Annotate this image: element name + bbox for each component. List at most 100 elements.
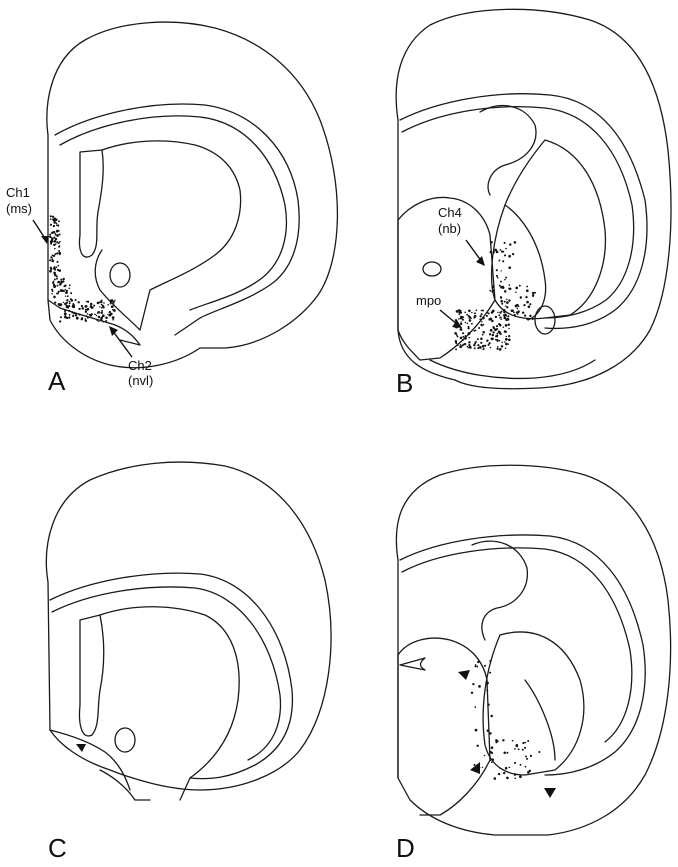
cell-dot	[480, 342, 482, 344]
panel-c	[46, 462, 331, 800]
cell-dot	[532, 294, 534, 296]
cell-dot	[474, 706, 476, 708]
cell-dot	[78, 301, 80, 303]
panel-b-ch4-arrowhead	[476, 256, 485, 266]
cell-dot	[490, 347, 492, 349]
cell-dot	[501, 250, 503, 252]
cell-dot	[460, 337, 463, 340]
cell-dot	[490, 241, 492, 243]
cell-dot	[81, 317, 83, 319]
panel-a-nvl-label: (nvl)	[128, 373, 153, 388]
cell-dot	[53, 218, 56, 221]
cell-dot	[60, 289, 63, 292]
cell-dot	[112, 319, 114, 321]
cell-dot	[469, 346, 472, 349]
cell-dot	[460, 328, 462, 330]
cell-dot	[56, 293, 58, 295]
cell-dot	[55, 233, 56, 234]
cell-dot	[526, 758, 528, 760]
cell-dot	[512, 253, 514, 255]
cell-dot	[489, 759, 491, 761]
cell-dot	[56, 253, 58, 255]
cell-dot	[465, 335, 467, 337]
cell-dot	[460, 323, 462, 325]
cell-dot	[504, 301, 506, 303]
cell-dot	[66, 302, 68, 304]
cell-dot	[54, 248, 56, 250]
cell-dot	[110, 303, 112, 305]
cell-dot	[482, 334, 484, 336]
panel-d-striatum	[483, 632, 584, 775]
cell-dot	[500, 281, 502, 283]
cell-dot	[489, 318, 492, 321]
cell-dot	[113, 305, 114, 306]
cell-dot	[491, 761, 493, 763]
cell-dot	[59, 254, 61, 256]
cell-dot	[525, 766, 527, 768]
panel-b-striatum	[492, 140, 606, 319]
cell-dot	[477, 344, 479, 346]
cell-dot	[490, 329, 493, 332]
cell-dot	[508, 338, 511, 341]
cell-dot	[464, 337, 467, 340]
cell-dot	[504, 279, 506, 281]
cell-dot	[103, 321, 105, 323]
cell-dot	[489, 672, 491, 674]
panel-b-nb-label: (nb)	[438, 221, 461, 236]
cell-dot	[509, 243, 511, 245]
cell-dot	[496, 348, 498, 350]
cell-dot	[495, 339, 497, 341]
cell-dot	[488, 344, 490, 346]
cell-dot	[532, 292, 535, 295]
cell-dot	[96, 315, 97, 316]
cell-dot	[499, 340, 501, 342]
cell-dot	[492, 758, 495, 761]
cell-dot	[498, 330, 501, 333]
cell-dot	[501, 303, 503, 305]
cell-dot	[481, 321, 483, 323]
cell-dot	[481, 313, 483, 315]
cell-dot	[476, 666, 478, 668]
cell-dot	[69, 310, 71, 312]
cell-dot	[113, 309, 116, 312]
cell-dot	[85, 315, 87, 317]
cell-dot	[489, 251, 491, 253]
cell-dot	[527, 740, 529, 742]
panel-c-hypothal	[100, 770, 150, 800]
cell-dot	[462, 319, 464, 321]
cell-dot	[469, 319, 472, 322]
cell-dot	[90, 306, 92, 308]
cell-dot	[522, 311, 524, 313]
cell-dot	[53, 296, 56, 299]
cell-dot	[60, 317, 61, 318]
cell-dot	[51, 238, 52, 239]
panel-d-cell-dots	[471, 660, 541, 780]
cell-dot	[516, 311, 518, 313]
cell-dot	[508, 344, 509, 345]
panel-a	[47, 22, 338, 368]
cell-dot	[506, 299, 508, 301]
cell-dot	[59, 245, 60, 246]
cell-dot	[75, 314, 77, 316]
cell-dot	[538, 751, 540, 753]
cell-dot	[500, 300, 503, 303]
cell-dot	[468, 310, 471, 313]
cell-dot	[475, 729, 478, 732]
cell-dot	[478, 685, 481, 688]
cell-dot	[506, 301, 509, 304]
cell-dot	[54, 241, 56, 243]
cell-dot	[64, 316, 67, 319]
cell-dot	[467, 322, 469, 324]
cell-dot	[512, 310, 514, 312]
cell-dot	[103, 302, 105, 304]
cell-dot	[96, 320, 98, 322]
cell-dot	[529, 315, 531, 317]
cell-dot	[497, 340, 499, 342]
cell-dot	[66, 290, 68, 292]
cell-dot	[500, 297, 502, 299]
cell-dot	[507, 315, 509, 317]
cell-dot	[101, 310, 103, 312]
cell-dot	[526, 318, 528, 320]
cell-dot	[484, 755, 486, 757]
cell-dot	[67, 295, 69, 297]
